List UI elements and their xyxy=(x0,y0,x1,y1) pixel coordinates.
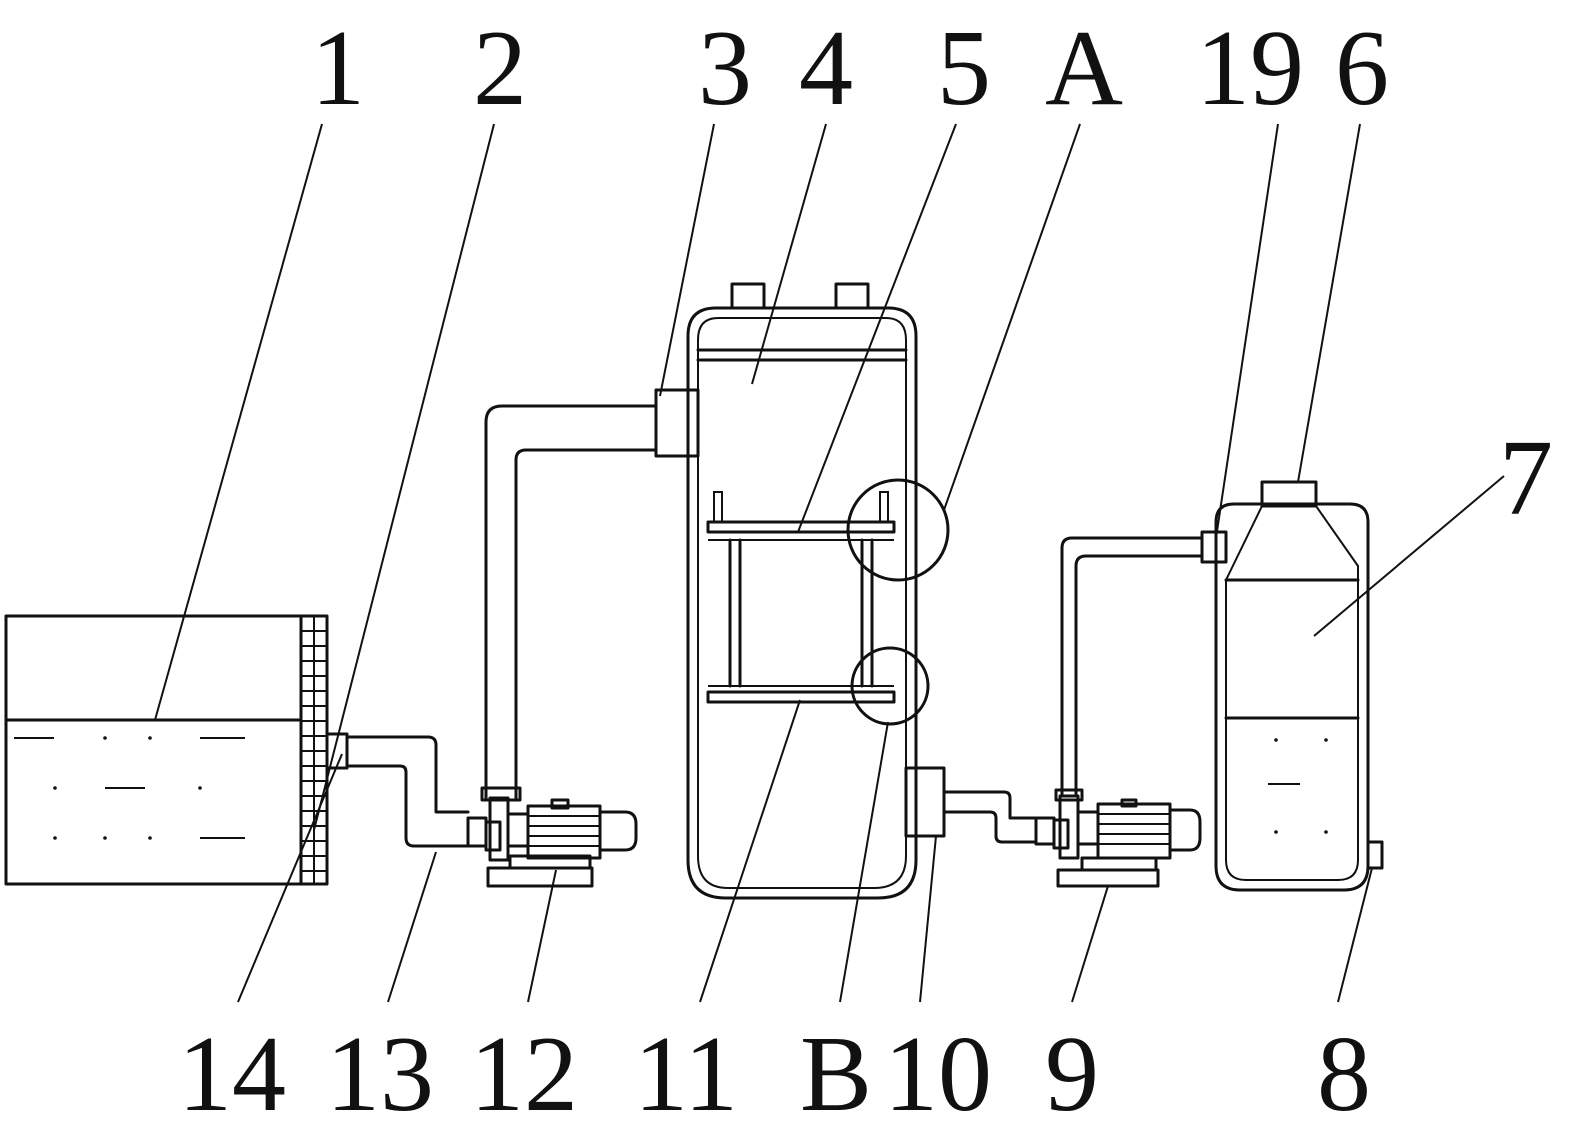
inlet-pipe xyxy=(325,732,488,848)
label-19: 19 xyxy=(1196,9,1304,128)
label-6: 6 xyxy=(1335,9,1389,128)
label-13: 13 xyxy=(326,1015,434,1134)
label-4: 4 xyxy=(799,9,853,128)
riser-pipe xyxy=(480,388,700,802)
label-3: 3 xyxy=(698,9,752,128)
central-column xyxy=(686,282,950,900)
label-14: 14 xyxy=(178,1015,286,1134)
outlet-pipe xyxy=(942,790,1056,846)
label-12: 12 xyxy=(470,1015,578,1134)
label-8: 8 xyxy=(1317,1015,1371,1134)
label-A: A xyxy=(1045,9,1123,128)
label-2: 2 xyxy=(473,9,527,128)
callout-labels: 1 2 3 4 5 A 19 6 7 14 13 12 11 B 10 9 8 xyxy=(178,9,1553,1134)
label-11: 11 xyxy=(634,1015,738,1134)
label-10: 10 xyxy=(884,1015,992,1134)
label-1: 1 xyxy=(311,9,365,128)
pump-right xyxy=(1052,794,1202,888)
leader-lines xyxy=(154,123,1505,1003)
label-9: 9 xyxy=(1045,1015,1099,1134)
label-B: B xyxy=(800,1015,872,1134)
left-tank xyxy=(4,614,303,886)
label-7: 7 xyxy=(1499,419,1553,538)
pump-left xyxy=(484,796,638,888)
label-5: 5 xyxy=(937,9,991,128)
right-vessel xyxy=(1214,480,1384,892)
transfer-pipe xyxy=(1054,530,1228,802)
